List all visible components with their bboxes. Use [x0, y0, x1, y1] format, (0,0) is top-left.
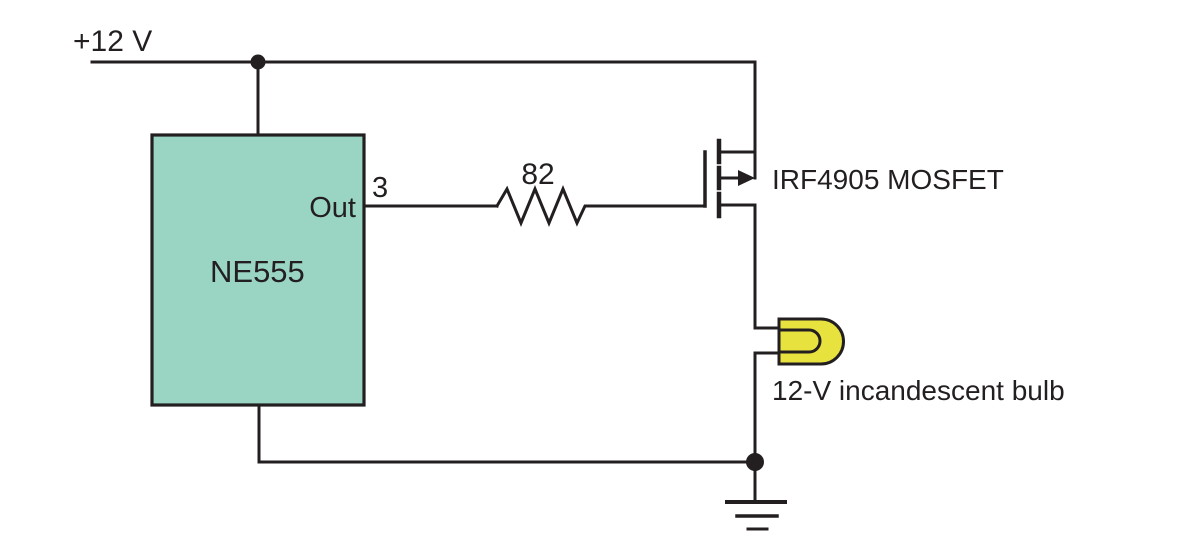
ne555-box: [150, 133, 366, 407]
bulb-envelope: [777, 317, 845, 366]
out-pin-label: Out: [309, 192, 356, 224]
mosfet-label: IRF4905 MOSFET: [772, 164, 1004, 195]
wire-layer: [90, 60, 845, 531]
resistor-symbol: [494, 185, 707, 227]
label-layer: +12 V NE555 Out 3 82 IRF4905 MOSFET 12-V…: [73, 25, 1065, 406]
pin-number-label: 3: [372, 172, 388, 204]
resistor-value-label: 82: [521, 158, 554, 191]
mosfet-body-arrow-icon: [738, 170, 755, 186]
ne555-label: NE555: [210, 254, 305, 289]
supply-junction-dot: [250, 54, 266, 70]
ground-junction-dot: [746, 453, 764, 471]
mosfet-symbol: [703, 60, 757, 330]
bulb-bottom-lead: [753, 351, 781, 464]
bulb-inner-outline: [777, 328, 822, 354]
ground-symbol: [725, 460, 787, 531]
supply-label: +12 V: [73, 25, 152, 58]
mosfet-drain-wire: [717, 203, 757, 330]
bulb-label: 12-V incandescent bulb: [772, 375, 1065, 406]
ic-ground-return-wire: [257, 403, 757, 464]
junction-layer: [250, 54, 764, 471]
